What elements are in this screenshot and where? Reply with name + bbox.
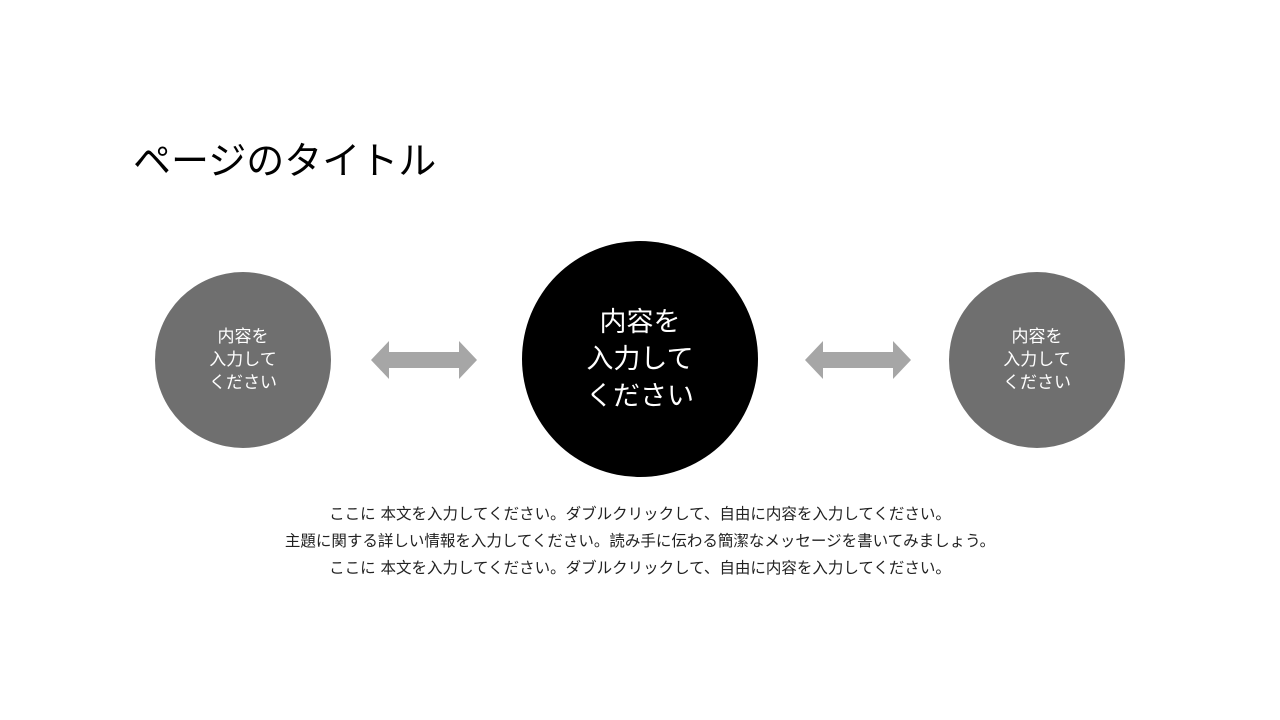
circle-right-label: 内容を 入力して ください [1003,326,1071,393]
circle-center: 内容を 入力して ください [522,241,758,477]
circle-left-label: 内容を 入力して ください [209,326,277,393]
circle-center-label: 内容を 入力して ください [586,306,694,412]
page-title: ページのタイトル [133,139,437,183]
body-line: ここに 本文を入力してください。ダブルクリックして、自由に内容を入力してください… [329,559,951,577]
circle-right: 内容を 入力して ください [949,272,1125,448]
body-line: 主題に関する詳しい情報を入力してください。読み手に伝わる簡潔なメッセージを書いて… [284,532,996,550]
double-arrow-icon [805,341,911,379]
body-text: ここに 本文を入力してください。ダブルクリックして、自由に内容を入力してください… [0,501,1280,582]
body-line: ここに 本文を入力してください。ダブルクリックして、自由に内容を入力してください… [329,505,951,523]
circle-left: 内容を 入力して ください [155,272,331,448]
double-arrow-icon [371,341,477,379]
